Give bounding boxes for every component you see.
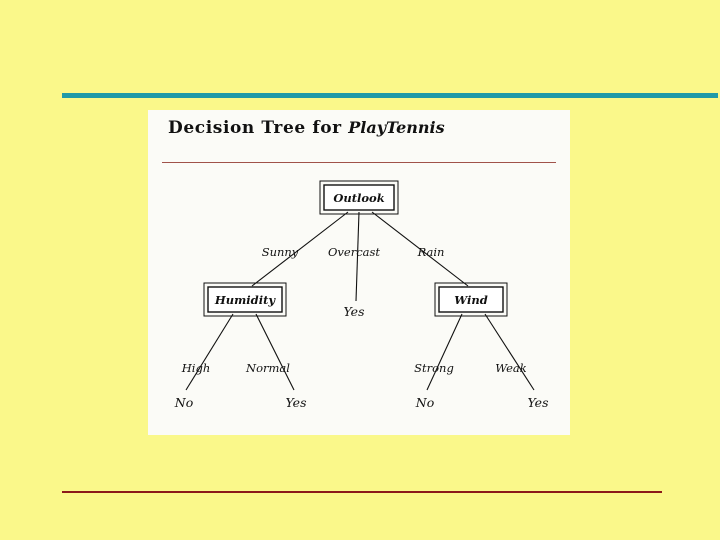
edge-wind-strong [426, 313, 463, 391]
edge-outlook-overcast [355, 211, 360, 302]
leaf-yes-overcast: Yes [344, 304, 365, 319]
node-outlook-label: Outlook [333, 191, 384, 205]
edge-humidity-high [185, 313, 234, 391]
figure-title: Decision Tree for PlayTennis [168, 118, 445, 138]
title-divider-rule [162, 162, 556, 163]
edge-outlook-sunny [251, 211, 349, 287]
bottom-divider-rule [62, 491, 662, 493]
edge-label-sunny: Sunny [262, 245, 299, 259]
edge-label-normal: Normal [245, 361, 290, 375]
edge-label-rain: Rain [417, 245, 445, 259]
node-humidity-outer-box [203, 282, 287, 317]
decision-tree-diagram: Outlook Humidity Wind Sunny Overcast Rai… [174, 180, 549, 410]
edge-label-weak: Weak [495, 361, 527, 375]
edge-outlook-rain [371, 211, 469, 287]
leaf-no-strong: No [415, 395, 434, 410]
node-humidity[interactable]: Humidity [203, 282, 287, 317]
node-wind-label: Wind [454, 293, 487, 307]
leaf-yes-normal: Yes [286, 395, 307, 410]
node-outlook-box [323, 184, 395, 211]
top-divider-rule [62, 93, 718, 98]
node-outlook-outer-box [319, 180, 399, 215]
edge-wind-weak [484, 313, 535, 391]
edge-label-high: High [181, 361, 210, 375]
figure-title-italic: PlayTennis [348, 118, 445, 137]
edge-label-overcast: Overcast [328, 245, 380, 259]
node-wind[interactable]: Wind [434, 282, 508, 317]
figure-panel: Decision Tree for PlayTennis Outlook [148, 110, 570, 435]
node-wind-box [438, 286, 504, 313]
node-outlook[interactable]: Outlook [319, 180, 399, 215]
node-humidity-box [207, 286, 283, 313]
node-humidity-label: Humidity [214, 293, 276, 307]
edge-humidity-normal [255, 313, 295, 391]
edge-label-strong: Strong [414, 361, 454, 375]
leaf-no-high: No [174, 395, 193, 410]
figure-title-plain: Decision Tree for [168, 118, 349, 138]
leaf-yes-weak: Yes [528, 395, 549, 410]
node-wind-outer-box [434, 282, 508, 317]
